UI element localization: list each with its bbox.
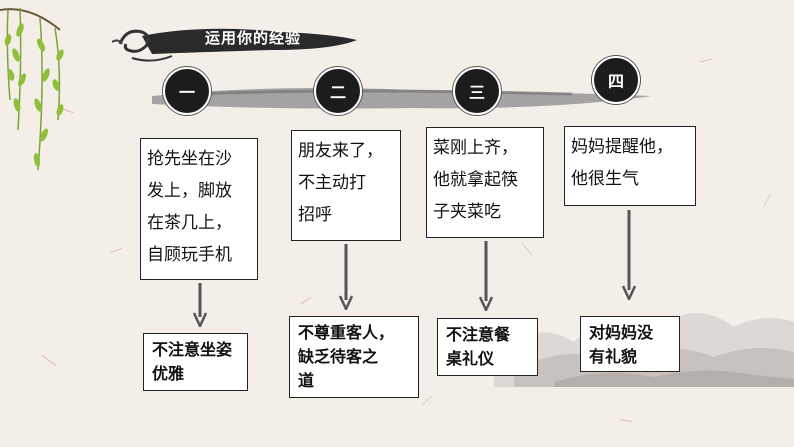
- ink-brush-bar: [152, 88, 652, 109]
- scenario-box: 朋友来了， 不主动打 招呼: [291, 130, 401, 241]
- result-box: 对妈妈没 有礼貌: [580, 316, 680, 372]
- result-box: 不注意坐姿 优雅: [143, 333, 248, 391]
- step-number-circle: 二: [314, 67, 362, 115]
- down-arrow-icon: [339, 244, 353, 310]
- down-arrow-icon: [622, 210, 636, 300]
- down-arrow-icon: [193, 283, 207, 327]
- scenario-box: 抢先坐在沙 发上，脚放 在茶几上， 自顾玩手机: [140, 138, 258, 280]
- result-box: 不尊重客人， 缺乏待客之 道: [289, 316, 419, 398]
- scenario-box: 妈妈提醒他， 他很生气: [564, 126, 696, 206]
- result-box: 不注意餐 桌礼仪: [437, 318, 538, 376]
- header-ink-brush: [112, 28, 357, 62]
- scenario-box: 菜刚上齐， 他就拿起筷 子夹菜吃: [426, 127, 544, 238]
- willow-branch-decoration: [0, 7, 64, 171]
- page-title: 运用你的经验: [205, 29, 302, 47]
- down-arrow-icon: [479, 241, 493, 311]
- step-number-circle: 三: [453, 67, 501, 115]
- step-number-circle: 一: [163, 67, 211, 115]
- step-number-circle: 四: [592, 56, 640, 104]
